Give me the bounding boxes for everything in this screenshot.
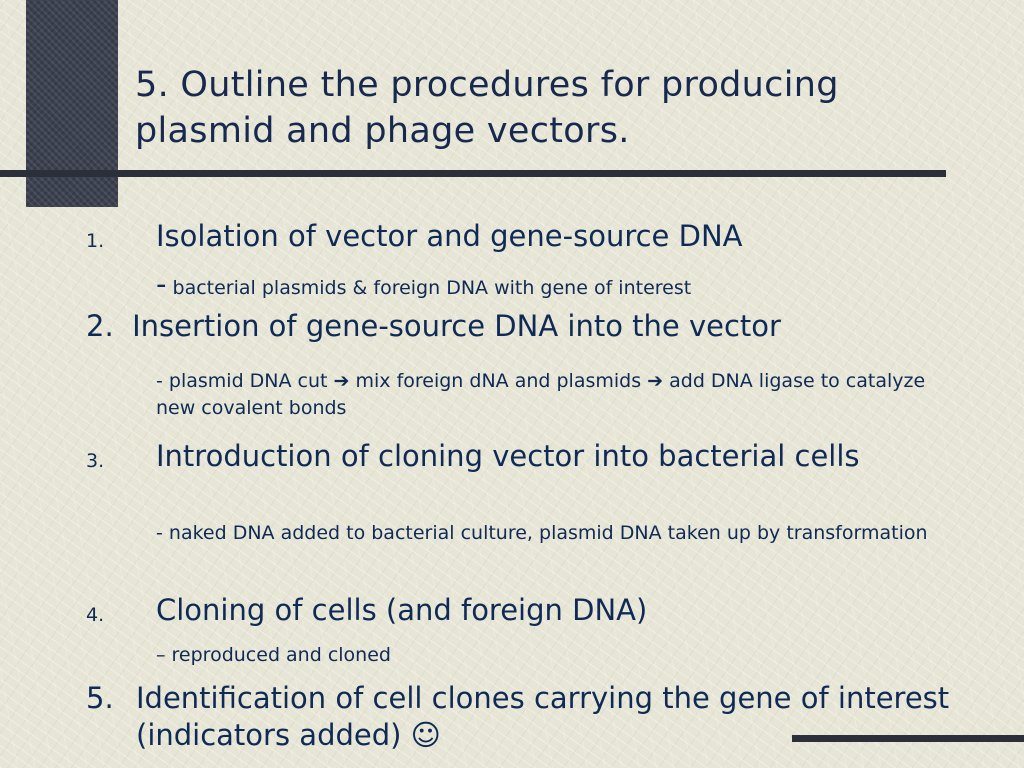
list-item-3: 3. Introduction of cloning vector into b… bbox=[86, 438, 966, 520]
item-detail-text-part2: mix foreign dNA and plasmids bbox=[349, 370, 648, 392]
item-number: 4. bbox=[86, 604, 105, 626]
slide-title: 5. Outline the procedures for producing … bbox=[135, 65, 839, 151]
item-detail: – reproduced and cloned bbox=[86, 636, 966, 680]
list-item-4: 4. Cloning of cells (and foreign DNA) bbox=[86, 592, 966, 636]
item-number: 5. bbox=[86, 681, 114, 715]
list-item-2: 2. Insertion of gene-source DNA into the… bbox=[86, 308, 966, 360]
item-detail-text-part3: add DNA ligase to catalyze new covalent … bbox=[156, 370, 926, 419]
item-title: Cloning of cells (and foreign DNA) bbox=[156, 593, 648, 627]
item-title: Isolation of vector and gene-source DNA bbox=[156, 219, 743, 253]
list-item-5: 5. Identification of cell clones carryin… bbox=[86, 680, 966, 760]
bottom-accent-rule bbox=[792, 735, 1024, 742]
item-title-row: 2. Insertion of gene-source DNA into the… bbox=[86, 308, 966, 345]
item-detail-text: bacterial plasmids & foreign DNA with ge… bbox=[172, 277, 692, 299]
procedure-list: 1. Isolation of vector and gene-source D… bbox=[86, 218, 966, 760]
item-detail: - naked DNA added to bacterial culture, … bbox=[86, 520, 966, 580]
title-divider-rule bbox=[0, 170, 946, 177]
item-number: 2. bbox=[86, 309, 114, 343]
list-item-1: 1. Isolation of vector and gene-source D… bbox=[86, 218, 966, 264]
right-arrow-icon: ➔ bbox=[647, 370, 664, 392]
item-detail: - plasmid DNA cut ➔ mix foreign dNA and … bbox=[86, 368, 966, 430]
item-title: Identification of cell clones carrying t… bbox=[136, 681, 950, 752]
item-detail-text: – reproduced and cloned bbox=[156, 644, 391, 666]
item-title: Introduction of cloning vector into bact… bbox=[156, 439, 860, 473]
item-detail-text: - naked DNA added to bacterial culture, … bbox=[156, 522, 928, 544]
item-title: Insertion of gene-source DNA into the ve… bbox=[132, 309, 781, 343]
right-arrow-icon: ➔ bbox=[333, 370, 350, 392]
item-detail-dash: - bbox=[156, 267, 167, 301]
item-number: 3. bbox=[86, 450, 105, 472]
item-detail-text-part1: - plasmid DNA cut bbox=[156, 370, 334, 392]
item-number: 1. bbox=[86, 230, 105, 252]
item-detail: - bacterial plasmids & foreign DNA with … bbox=[86, 264, 966, 308]
